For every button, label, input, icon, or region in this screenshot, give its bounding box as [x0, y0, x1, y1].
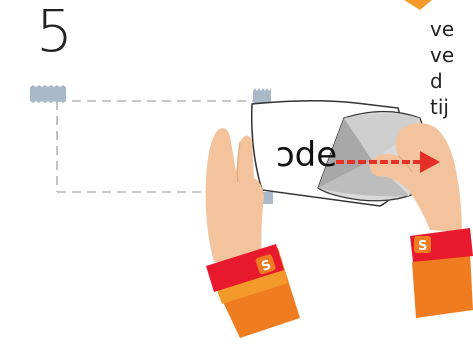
instruction-line: ve — [430, 43, 455, 67]
instruction-line: ve — [430, 17, 455, 41]
brand-badge-icon: S — [414, 236, 431, 254]
badge-letter: S — [418, 239, 427, 254]
instruction-line: d — [430, 69, 443, 93]
brand-badge-icon: S — [255, 254, 276, 275]
instruction-line: tij — [430, 95, 449, 119]
hand-right-icon — [369, 123, 473, 318]
peel-arrow-icon — [336, 151, 440, 173]
hand-left-icon — [205, 128, 300, 338]
badge-letter: S — [260, 258, 274, 275]
tape-strip-icon — [30, 85, 69, 103]
accent-corner-icon — [404, 0, 432, 10]
instruction-text: ve ve d tij — [430, 16, 454, 120]
step-number: 5 — [36, 0, 73, 65]
sticker-text: ɔde — [276, 135, 337, 175]
